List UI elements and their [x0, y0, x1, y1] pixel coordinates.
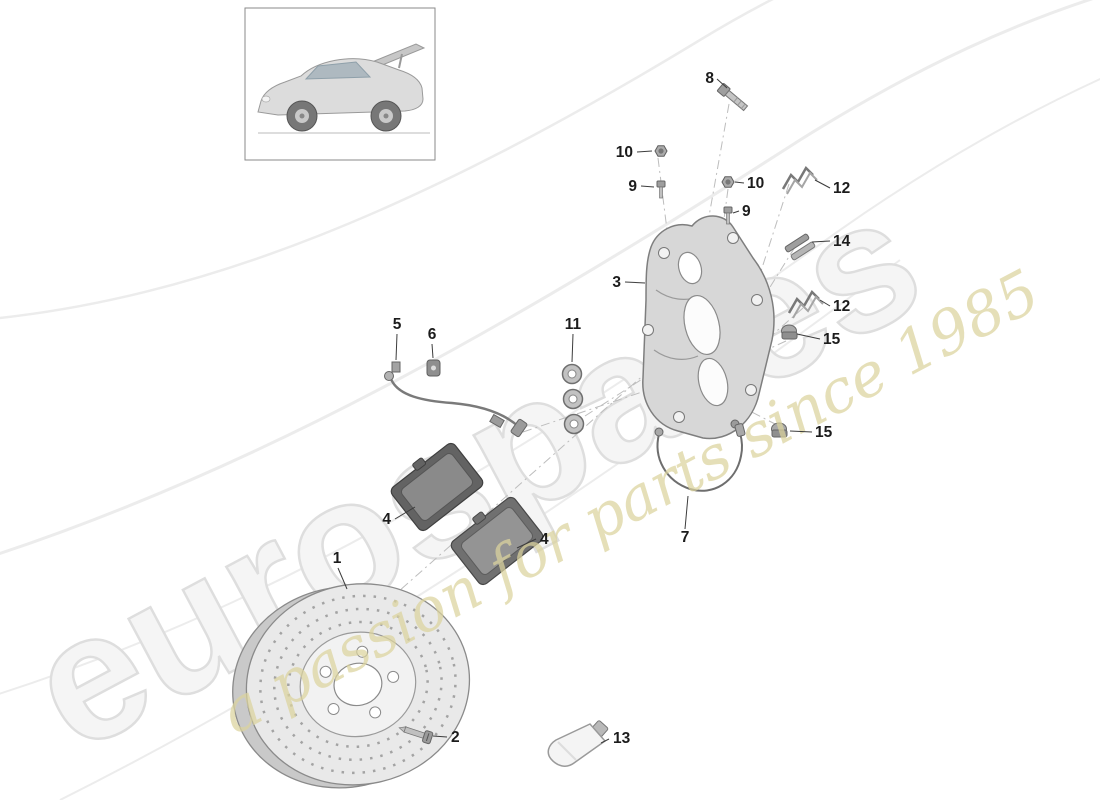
- drilled-holes-middle-ring: [273, 607, 443, 762]
- drilled-holes-outer-ring: [259, 594, 457, 775]
- disc-screw: [398, 726, 434, 745]
- stud-left: [656, 180, 666, 199]
- callout-label: 15: [815, 424, 833, 441]
- stud-right: [723, 206, 733, 225]
- caliper-opening-middle: [683, 295, 721, 355]
- callout-label: 11: [565, 316, 582, 333]
- callout-11: 11: [565, 316, 582, 363]
- callout-12-bottom: 12: [819, 298, 850, 315]
- callout-label: 10: [616, 144, 633, 161]
- hose-end-connector: [510, 418, 528, 438]
- callout-label: 3: [612, 274, 621, 291]
- cap-bottom: [771, 422, 788, 438]
- callout-label: 4: [382, 511, 391, 528]
- car-window: [304, 61, 372, 80]
- callout-1: 1: [333, 550, 348, 590]
- callout-12-top: 12: [814, 179, 850, 197]
- brake-hose-assembly: [384, 359, 528, 438]
- caliper-opening-top: [677, 251, 703, 285]
- brake-caliper-housing: [642, 215, 775, 440]
- drilled-holes-inner-ring: [287, 620, 429, 748]
- callouts: 8 10 9 10 9 12 14 12: [333, 70, 851, 747]
- vehicle-thumbnail: [244, 7, 436, 161]
- brake-line: [654, 423, 746, 492]
- callout-label: 12: [833, 180, 850, 197]
- callout-14: 14: [811, 233, 851, 250]
- hex-nut-right: [721, 176, 735, 188]
- callout-label: 4: [540, 531, 549, 548]
- brake-hose: [389, 378, 520, 428]
- callout-7: 7: [681, 495, 690, 546]
- pad-clips: [784, 233, 816, 261]
- caliper-bolt: [716, 83, 749, 112]
- caliper-opening-bottom: [697, 357, 729, 407]
- callout-8: 8: [705, 70, 728, 89]
- brake-line-fitting-left: [654, 427, 664, 437]
- callout-5: 5: [393, 316, 402, 361]
- retaining-spring-top: [781, 165, 818, 195]
- callout-6: 6: [428, 326, 437, 359]
- brake-disc: [232, 583, 471, 789]
- callout-4-left: 4: [382, 506, 416, 528]
- callout-3: 3: [612, 274, 646, 291]
- cap-top: [781, 324, 798, 340]
- callout-15-bottom: 15: [789, 424, 833, 441]
- callout-label: 14: [833, 233, 851, 250]
- callout-label: 15: [823, 331, 841, 348]
- headlight: [261, 95, 271, 103]
- callout-label: 9: [628, 178, 637, 195]
- callout-label: 10: [747, 175, 764, 192]
- callout-4-right: 4: [516, 531, 549, 549]
- vehicle-illustration: [257, 43, 430, 134]
- callout-label: 6: [428, 326, 437, 343]
- callout-9-left: 9: [628, 178, 655, 195]
- callout-10-left: 10: [616, 144, 653, 161]
- callout-label: 9: [742, 203, 751, 220]
- callout-label: 1: [333, 550, 342, 567]
- brake-pad-inner: [450, 496, 544, 586]
- hex-nut-left: [654, 145, 668, 157]
- brake-pad-outer: [390, 442, 484, 532]
- brake-line-fitting-right: [734, 423, 746, 437]
- callout-13: 13: [600, 730, 631, 747]
- callout-label: 8: [705, 70, 714, 87]
- callout-2: 2: [432, 729, 460, 746]
- callout-9-right: 9: [732, 203, 751, 220]
- banjo-fitting: [384, 371, 394, 381]
- retaining-spring-bottom: [787, 289, 824, 319]
- lubricant-tube: [547, 720, 609, 767]
- sealing-rings: [561, 363, 585, 435]
- hub-bore: [333, 662, 383, 707]
- callout-15-top: 15: [796, 331, 841, 348]
- callout-10-right: 10: [734, 175, 764, 192]
- callout-label: 5: [393, 316, 402, 333]
- hose-mid-clip: [489, 413, 505, 429]
- callout-label: 2: [451, 729, 460, 746]
- callout-label: 7: [681, 529, 690, 546]
- hose-bracket-clip: [391, 361, 401, 373]
- callout-label: 12: [833, 298, 850, 315]
- callout-label: 13: [613, 730, 631, 747]
